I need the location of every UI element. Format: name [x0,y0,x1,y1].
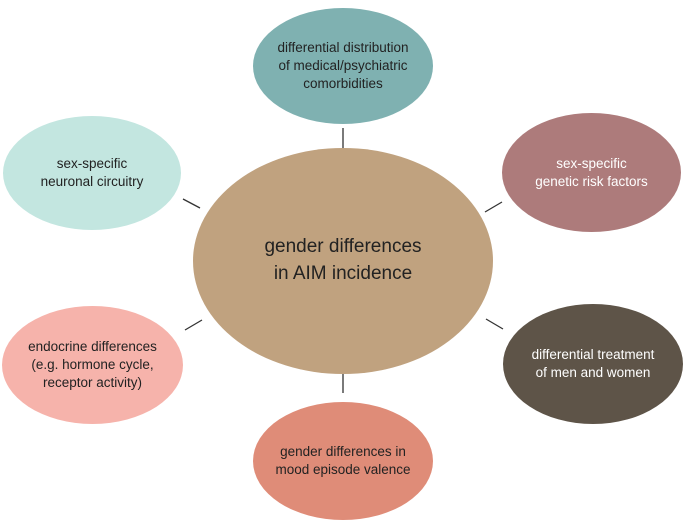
node-treatment: differential treatment of men and women [503,304,683,424]
node-neuronal-circuitry: sex-specific neuronal circuitry [3,116,181,230]
node-center: gender differences in AIM incidence [193,148,493,374]
node-comorbidities-label: differential distribution of medical/psy… [277,40,409,91]
node-center-label: gender differences in AIM incidence [264,236,422,284]
node-genetic-risk: sex-specific genetic risk factors [502,113,681,232]
connector-upper-right [484,201,503,213]
node-neuronal-circuitry-label: sex-specific neuronal circuitry [40,156,144,189]
connector-upper-left [182,198,201,209]
node-endocrine: endocrine differences (e.g. hormone cycl… [2,306,183,424]
node-genetic-risk-label: sex-specific genetic risk factors [535,155,648,189]
connector-lower-right [485,318,504,330]
connector-lower-left [184,319,203,331]
node-treatment-label: differential treatment of men and women [531,347,655,380]
node-mood-valence-label: gender differences in mood episode valen… [275,444,411,477]
node-endocrine-label: endocrine differences (e.g. hormone cycl… [28,339,157,390]
node-comorbidities: differential distribution of medical/psy… [253,8,433,124]
node-mood-valence: gender differences in mood episode valen… [253,402,433,520]
